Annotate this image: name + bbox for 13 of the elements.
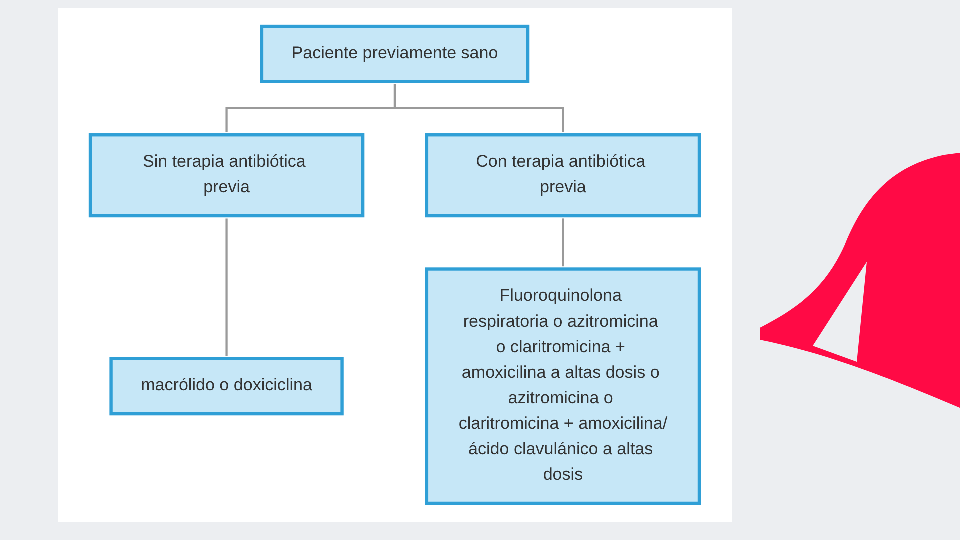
box-text: Paciente previamente sano xyxy=(292,44,498,65)
connector-line xyxy=(226,218,228,356)
box-text: Con terapia antibiótica previa xyxy=(475,152,647,199)
box-text: macrólido o doxiciclina xyxy=(141,376,312,397)
process-box xyxy=(425,134,702,218)
connector-line xyxy=(394,84,564,132)
process-box xyxy=(110,357,344,416)
connector-line xyxy=(562,218,564,267)
process-box xyxy=(88,134,365,218)
box-text: Fluoroquinolona respiratoria o azitromicina o claritromicina + amoxicilina a altas dosis o azitromicina o claritromicina + amoxicilina/ácido clavulánico a altas dosis xyxy=(458,286,669,486)
process-box xyxy=(260,24,530,84)
process-box xyxy=(425,268,702,506)
box-text: Sin terapia antibiótica previa xyxy=(142,152,307,199)
